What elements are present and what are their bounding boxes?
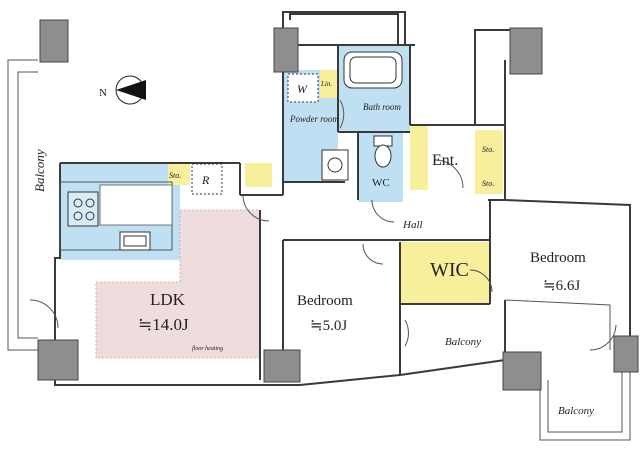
ent-cabinet-area <box>410 125 428 190</box>
sto-kitchen-area <box>168 163 190 185</box>
entrance-label: Ent. <box>432 152 458 169</box>
wc-label: WC <box>372 177 390 189</box>
linen-label: Lin. <box>320 80 332 88</box>
wash-basin-icon <box>321 149 349 181</box>
wic-area <box>400 242 490 304</box>
cabinet-area <box>245 163 272 187</box>
bathtub-icon <box>343 51 403 89</box>
sto-ent-area <box>475 130 503 194</box>
washer-space <box>287 73 319 103</box>
north-label: N <box>99 87 107 99</box>
column-left-top <box>39 19 69 63</box>
balcony-bottom-right-label: Balcony <box>558 405 594 417</box>
column-bottom-right <box>502 351 542 391</box>
ldk-label: LDK <box>150 290 186 309</box>
wic-label: WIC <box>430 259 469 281</box>
powder-room-label: Powder room <box>289 114 339 124</box>
balcony-left-outline <box>7 59 38 351</box>
hall-label: Hall <box>402 219 423 231</box>
kitchen-sink-icon <box>119 231 151 251</box>
column-top-right <box>509 27 543 75</box>
column-top-middle <box>273 27 299 73</box>
floor-heating-area <box>96 210 260 358</box>
washer-label: W <box>297 82 308 96</box>
balcony-mid-label: Balcony <box>445 336 481 348</box>
refrigerator-space <box>191 163 223 195</box>
balcony-left-label: Balcony <box>32 149 47 192</box>
bath-room-label: Bath room <box>363 102 401 112</box>
stove-icon <box>67 191 99 227</box>
north-arrow-icon <box>115 75 146 105</box>
balcony-bottom-right-outline <box>539 345 631 441</box>
toilet-icon <box>373 135 393 168</box>
sto-ent-top-label: Sto. <box>482 145 494 154</box>
bedroom-right-label: Bedroom <box>530 250 586 266</box>
column-left-bottom <box>37 339 79 381</box>
column-right <box>613 335 639 373</box>
bedroom-right-size: ≒6.6J <box>543 278 580 294</box>
sto-kitchen-label: Sto. <box>169 171 181 180</box>
bedroom-center-size: ≒5.0J <box>310 318 347 334</box>
floor-heating-note: floor heating <box>192 345 223 352</box>
refrigerator-label: R <box>201 173 210 187</box>
sto-ent-bottom-label: Sto. <box>482 179 494 188</box>
linen-area <box>320 70 338 98</box>
column-center-bottom <box>263 349 301 383</box>
bedroom-center-label: Bedroom <box>297 293 353 309</box>
ldk-size: ≒14.0J <box>138 315 189 334</box>
